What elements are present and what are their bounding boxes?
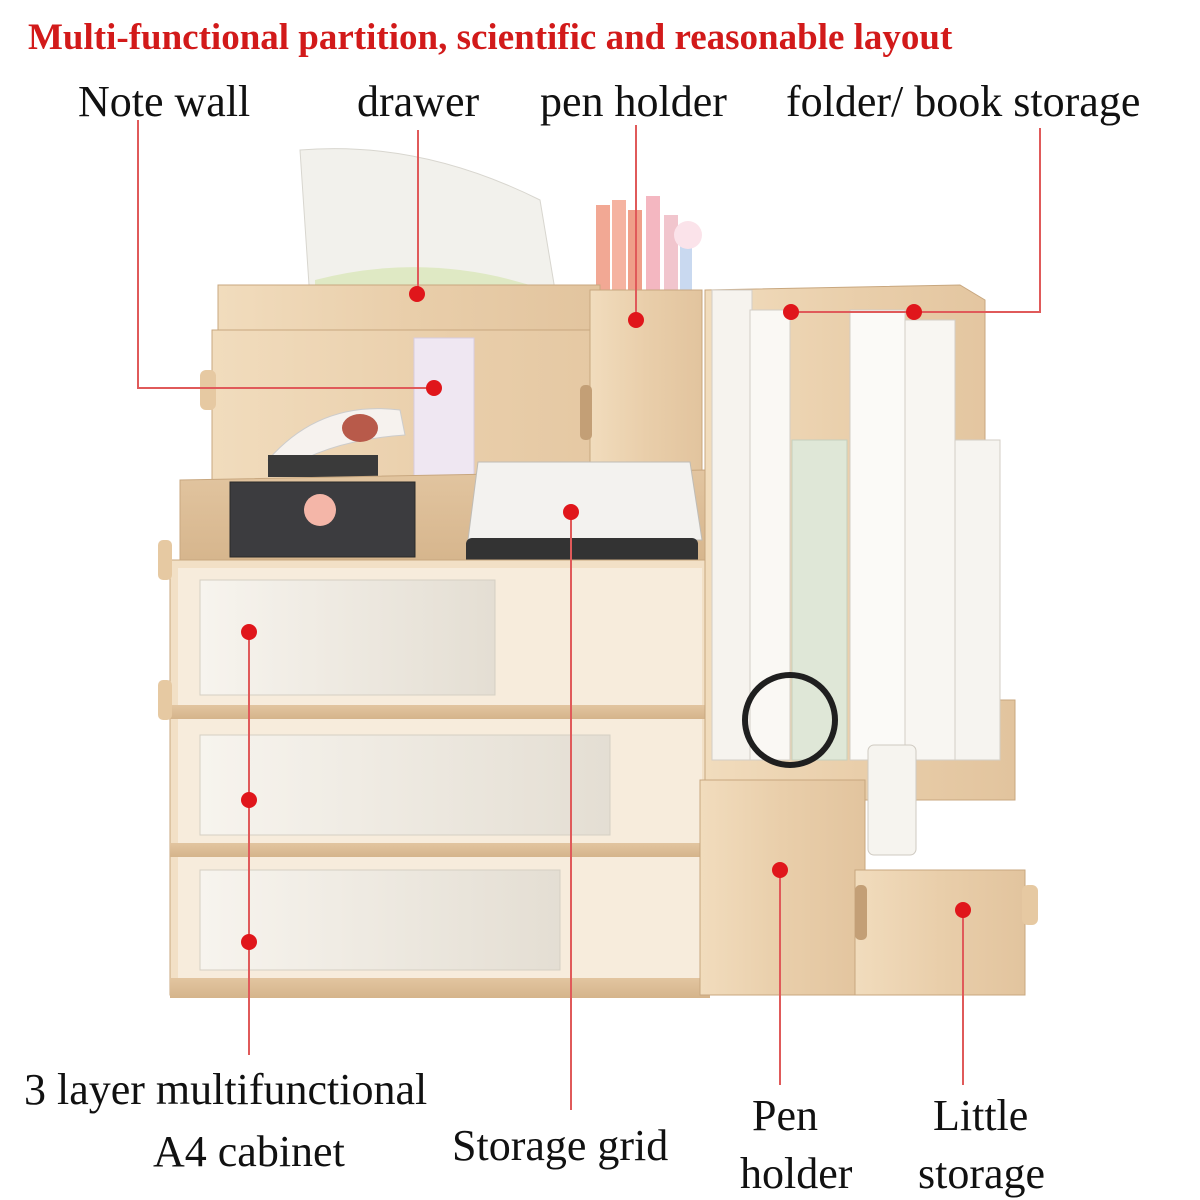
book-storage (704, 284, 1016, 856)
label-storage-grid: Storage grid (452, 1121, 669, 1170)
label-drawer: drawer (357, 77, 480, 126)
label-cabinet-line1: 3 layer multifunctional (24, 1065, 428, 1114)
tissue (299, 148, 556, 305)
label-folder-storage: folder/ book storage (786, 77, 1141, 126)
pen-holder-box (699, 779, 1038, 996)
headline: Multi-functional partition, scientific a… (28, 17, 953, 58)
calculator (466, 461, 703, 566)
marker-dots (241, 286, 971, 950)
label-note-wall: Note wall (78, 77, 251, 126)
label-pen-holder-bottom-line1: Pen (752, 1091, 818, 1140)
label-cabinet-line2: A4 cabinet (153, 1127, 345, 1176)
leader-lines (137, 120, 1041, 1110)
stapler (267, 408, 406, 477)
label-pen-holder-bottom-line2: holder (740, 1149, 853, 1198)
label-little-storage-line1: Little (933, 1091, 1029, 1140)
a4-cabinet (158, 540, 711, 998)
label-pen-holder-top: pen holder (540, 77, 727, 126)
label-little-storage-line2: storage (918, 1149, 1046, 1198)
